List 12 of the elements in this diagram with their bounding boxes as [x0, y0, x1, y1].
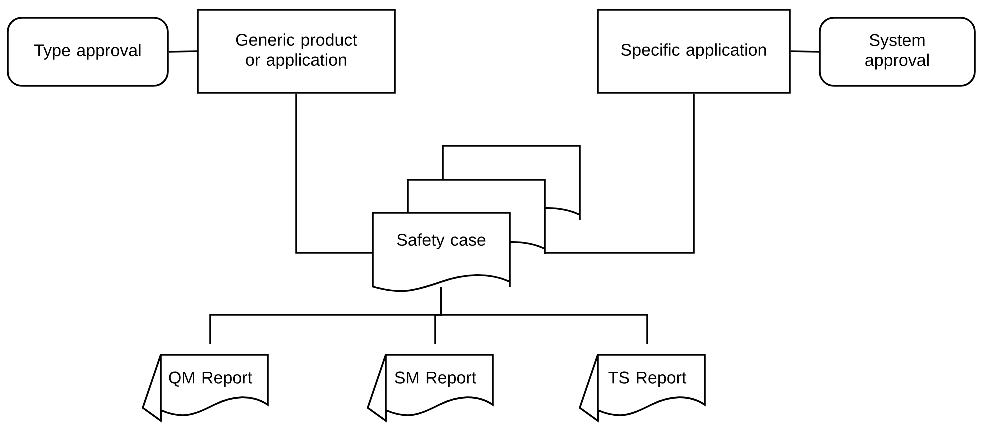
connector-line: [440, 287, 648, 344]
connector-line: [168, 50, 198, 53]
terminal-box: System approval: [819, 17, 976, 87]
terminal-box: Type approval: [7, 17, 169, 87]
connector-line: [545, 94, 695, 254]
report-document: QM Report: [142, 354, 269, 422]
report-document: SM Report: [367, 354, 494, 422]
process-box: Generic product or application: [197, 9, 396, 94]
connector-line: [296, 94, 372, 254]
process-box: Specific application: [597, 9, 791, 94]
report-document: TS Report: [579, 354, 706, 422]
connector-line: [790, 50, 820, 53]
